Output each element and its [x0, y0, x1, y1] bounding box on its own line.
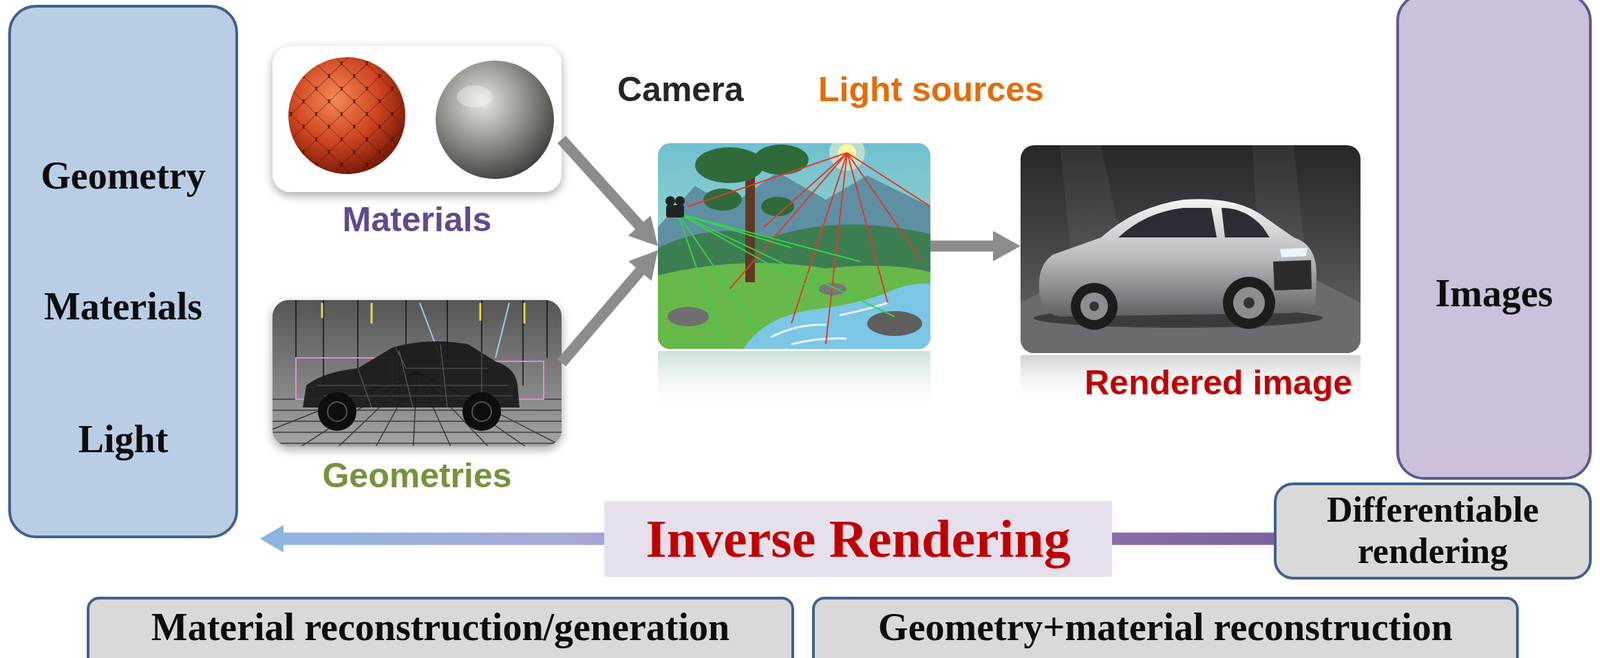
flow-arrow — [930, 230, 1021, 261]
scene-image: CameraLight sources — [657, 143, 931, 349]
image-caption: Geometries — [322, 454, 512, 497]
scene-heading: Light sources — [818, 68, 1044, 111]
topic-box: Geometry+material reconstruction — [812, 596, 1519, 658]
method-label: Differentiable rendering — [1284, 489, 1581, 572]
input-panel: GeometryMaterialsLight — [8, 4, 239, 539]
panel-item: Geometry — [40, 152, 206, 199]
topic-label: Material reconstruction/generation — [151, 604, 730, 651]
panel-item: Materials — [44, 283, 203, 330]
panel-item: Images — [1434, 270, 1553, 317]
rendered-image: Rendered image — [1020, 145, 1361, 354]
method-box: Differentiable rendering — [1273, 482, 1592, 580]
material-image: Materials — [272, 46, 562, 192]
topic-box: Material reconstruction/generation — [86, 596, 795, 658]
topic-label: Geometry+material reconstruction — [878, 604, 1453, 651]
scene-heading: Camera — [617, 68, 744, 111]
image-caption: Materials — [342, 198, 493, 241]
output-panel: Images — [1396, 0, 1592, 480]
flow-arrow — [561, 139, 658, 247]
panel-item: Light — [78, 416, 169, 463]
flow-arrow — [561, 249, 658, 363]
geometry-image: Geometries — [272, 300, 562, 446]
image-caption: Rendered image — [1084, 361, 1353, 404]
edge-label: Inverse Rendering — [604, 500, 1112, 577]
